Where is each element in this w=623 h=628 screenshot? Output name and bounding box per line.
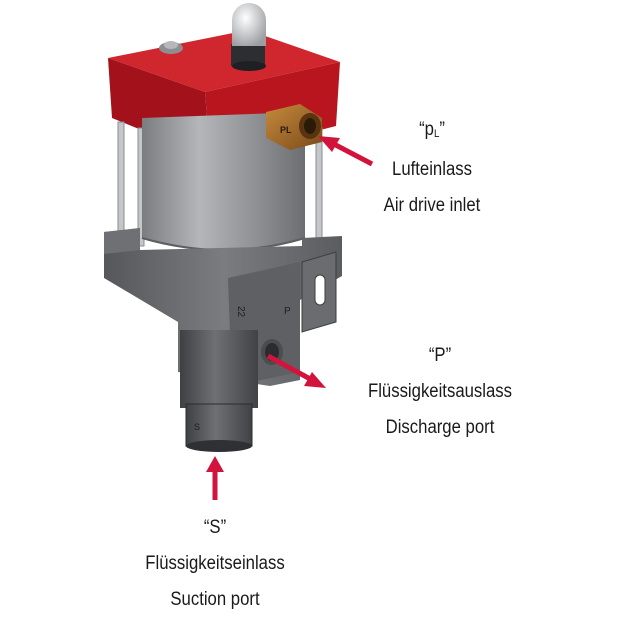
suction-stem bbox=[180, 330, 258, 408]
dome-valve bbox=[231, 3, 266, 71]
body-number: 22 bbox=[235, 306, 246, 318]
nut-letter: S bbox=[194, 422, 200, 432]
head-bolt bbox=[159, 41, 183, 54]
discharge-german: Flüssigkeitsauslass bbox=[367, 381, 513, 402]
suction-code: “S” bbox=[203, 517, 227, 538]
air-inlet-code: “pL” bbox=[419, 119, 445, 140]
suction-nut: S bbox=[185, 403, 253, 452]
air-inlet-fitting: PL bbox=[266, 104, 322, 150]
suction-german: Flüssigkeitseinlass bbox=[145, 553, 285, 574]
air-inlet-arrow bbox=[318, 136, 374, 167]
suction-callout: “S” Flüssigkeitseinlass Suction port bbox=[118, 510, 312, 618]
air-inlet-german: Lufteinlass bbox=[392, 159, 472, 180]
suction-english: Suction port bbox=[170, 589, 260, 610]
discharge-code: “P” bbox=[428, 345, 452, 366]
mounting-bracket bbox=[301, 251, 337, 333]
suction-arrow bbox=[206, 456, 224, 500]
air-inlet-english: Air drive inlet bbox=[383, 195, 481, 216]
air-inlet-callout: “pL” Lufteinlass Air drive inlet bbox=[362, 112, 503, 224]
discharge-english: Discharge port bbox=[385, 417, 495, 438]
fitting-mark: PL bbox=[280, 125, 292, 135]
body-letter: P bbox=[284, 306, 291, 317]
discharge-callout: “P” Flüssigkeitsauslass Discharge port bbox=[343, 338, 537, 446]
discharge-arrow bbox=[266, 353, 326, 388]
